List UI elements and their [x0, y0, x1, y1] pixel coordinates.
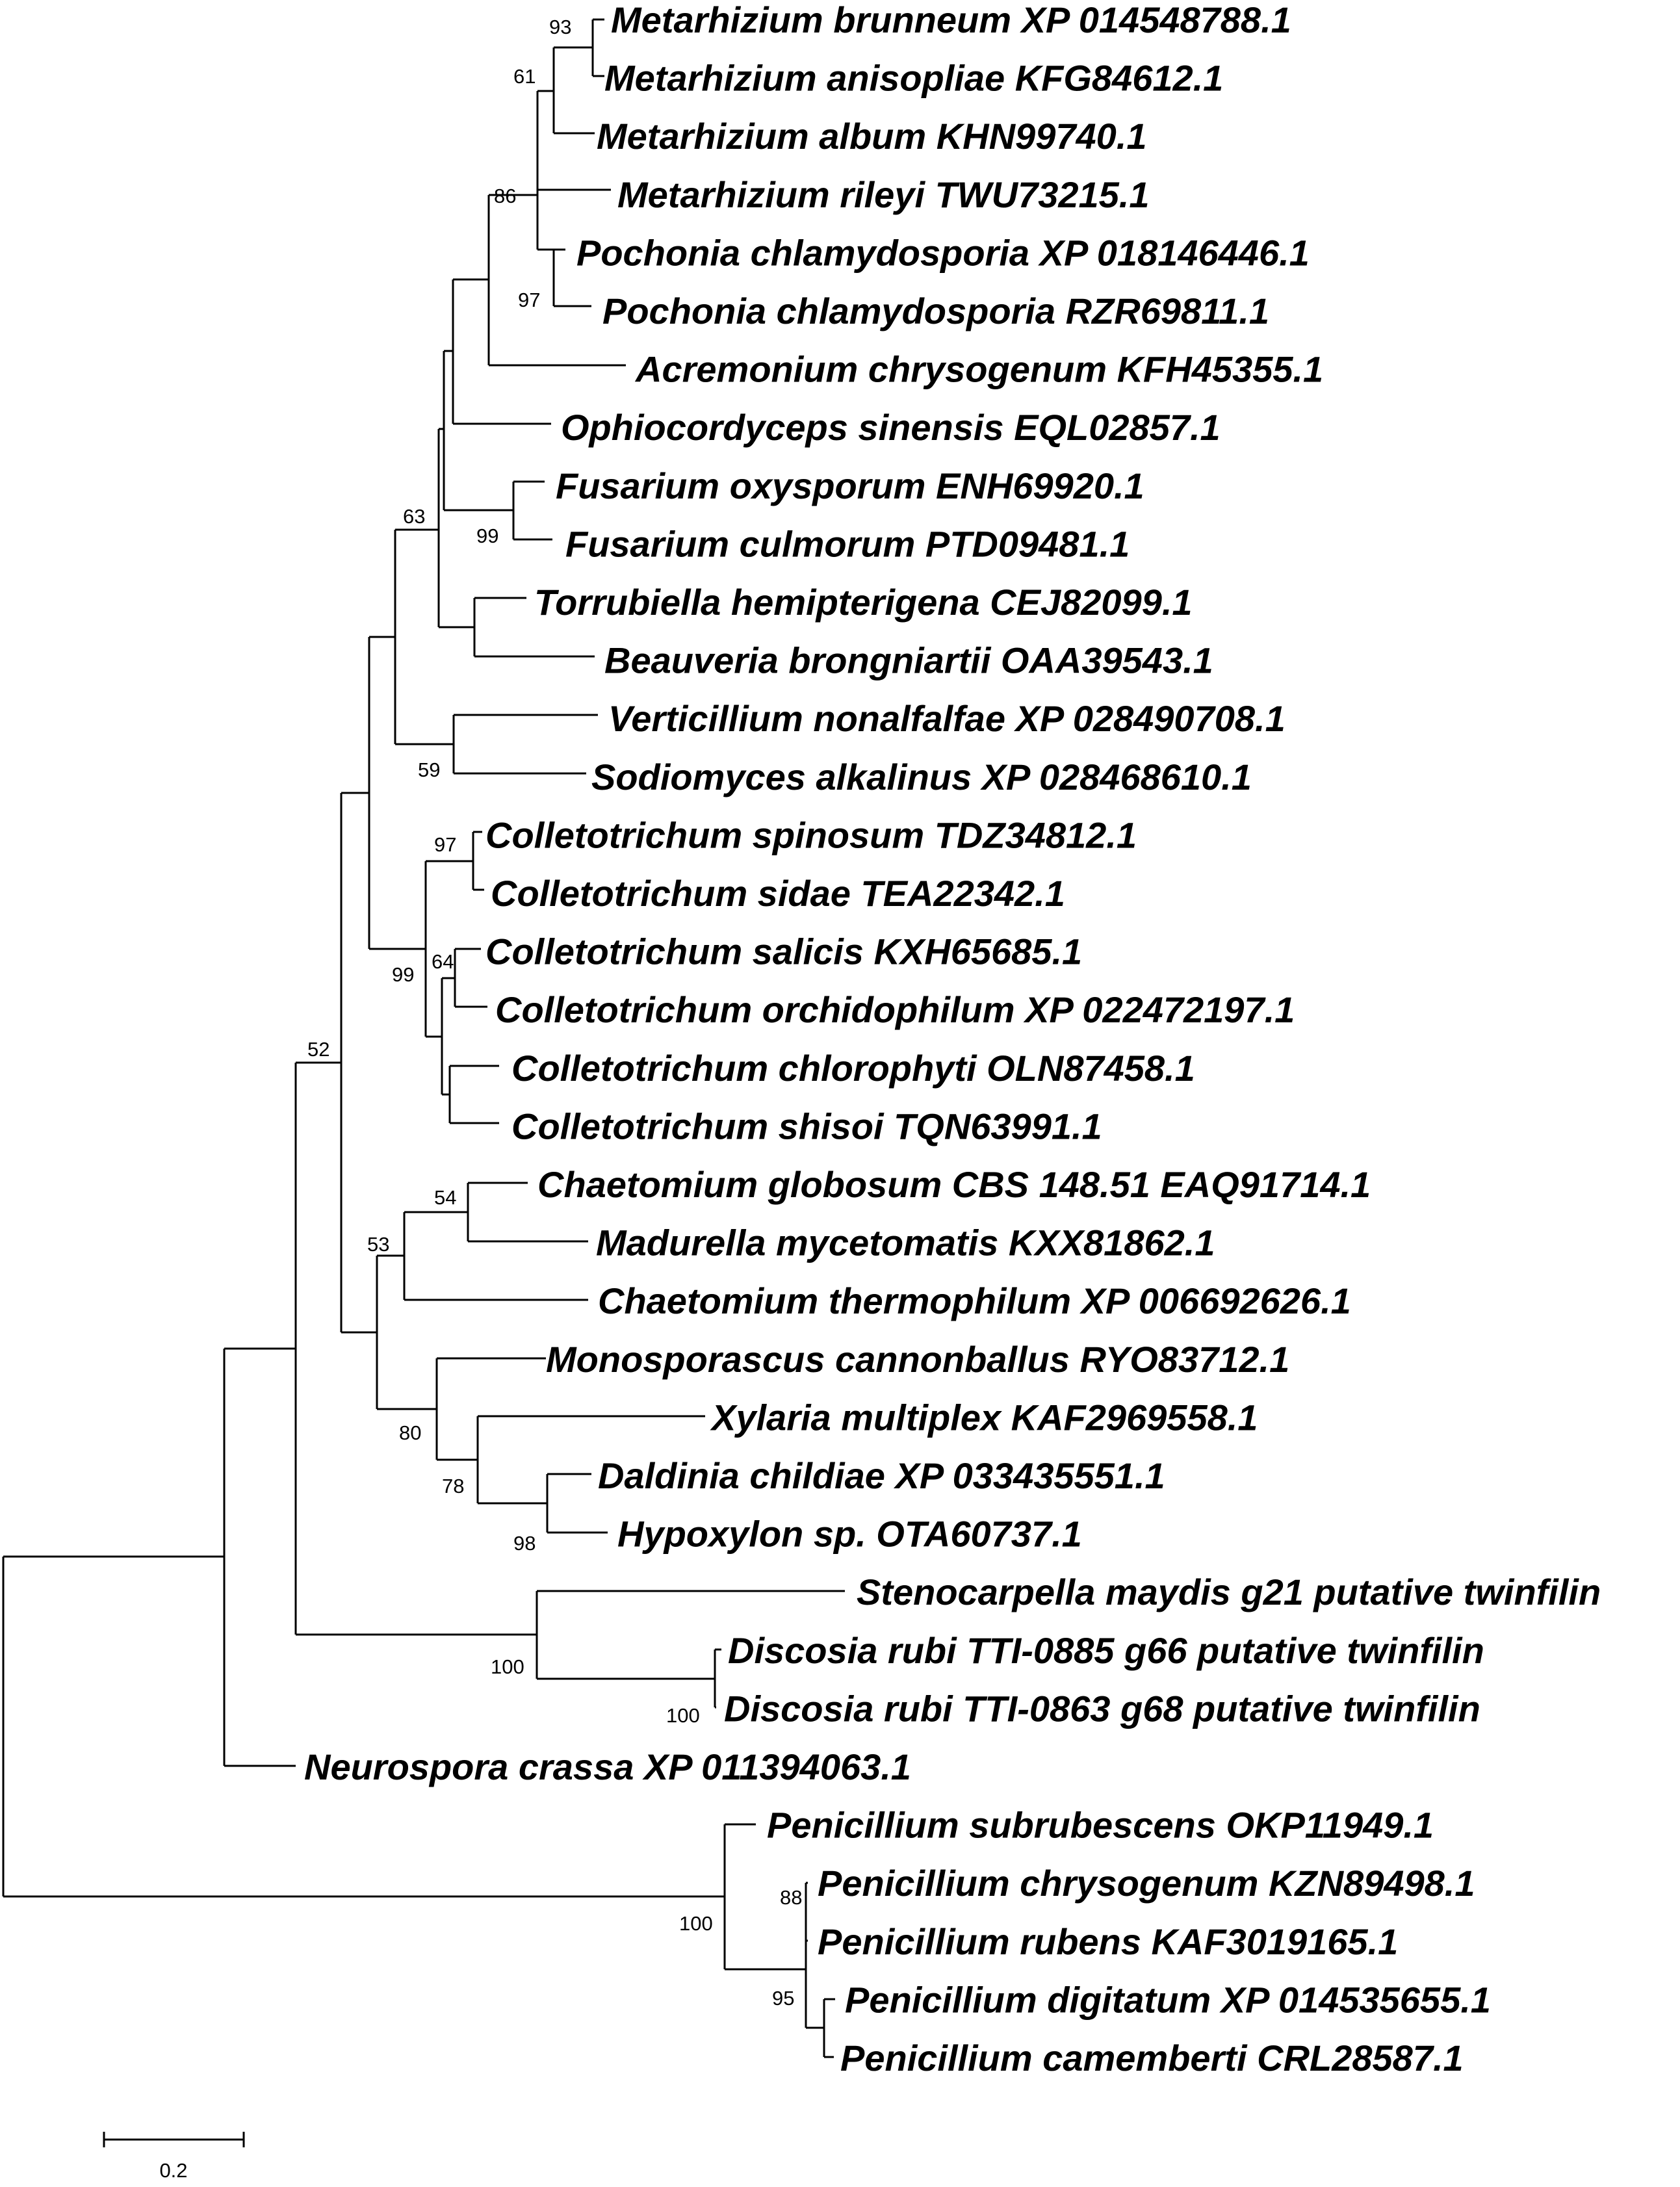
- taxon-label: Discosia rubi TTI-0885 g66 putative twin…: [728, 1630, 1484, 1671]
- taxon-label: Metarhizium brunneum XP 014548788.1: [611, 0, 1291, 40]
- taxon-label: Chaetomium thermophilum XP 006692626.1: [598, 1280, 1351, 1321]
- bootstrap-value: 97: [518, 289, 540, 311]
- taxon-label: Metarhizium rileyi TWU73215.1: [617, 174, 1150, 215]
- bootstrap-value: 98: [513, 1532, 536, 1555]
- taxon-label: Monosporascus cannonballus RYO83712.1: [546, 1339, 1289, 1380]
- taxon-label: Colletotrichum orchidophilum XP 02247219…: [495, 989, 1295, 1030]
- bootstrap-value: 80: [399, 1421, 421, 1444]
- bootstrap-value: 64: [432, 950, 454, 973]
- bootstrap-value: 99: [476, 524, 498, 547]
- scale-bar: 0.2: [103, 2132, 245, 2182]
- taxon-label: Metarhizium album KHN99740.1: [597, 116, 1146, 157]
- bootstrap-values: 93 61 86 97 99 63 59 97 64 99 54 53 80 78 98 52 100 100 10…: [307, 16, 802, 2010]
- taxon-label: Metarhizium anisopliae KFG84612.1: [604, 58, 1223, 99]
- taxon-label: Colletotrichum shisoi TQN63991.1: [511, 1106, 1102, 1146]
- bootstrap-value: 100: [666, 1704, 700, 1727]
- bootstrap-value: 97: [434, 833, 456, 856]
- taxon-label: Penicillium camemberti CRL28587.1: [840, 2038, 1464, 2078]
- taxon-label: Stenocarpella maydis g21 putative twinfi…: [857, 1572, 1601, 1612]
- bootstrap-value: 93: [549, 16, 571, 38]
- bootstrap-value: 100: [679, 1912, 713, 1935]
- taxon-label: Ophiocordyceps sinensis EQL02857.1: [561, 407, 1221, 448]
- bootstrap-value: 86: [494, 185, 516, 207]
- taxon-label: Colletotrichum salicis KXH65685.1: [485, 931, 1082, 972]
- taxon-label: Colletotrichum sidae TEA22342.1: [491, 873, 1065, 914]
- bootstrap-value: 100: [491, 1655, 524, 1678]
- bootstrap-value: 95: [772, 1987, 794, 2010]
- taxon-label: Penicillium rubens KAF3019165.1: [818, 1921, 1398, 1962]
- taxon-label: Neurospora crassa XP 011394063.1: [304, 1746, 911, 1787]
- taxon-label: Verticillium nonalfalfae XP 028490708.1: [608, 698, 1286, 739]
- tree-branches: [2, 18, 845, 2058]
- bootstrap-value: 53: [367, 1233, 389, 1256]
- bootstrap-value: 61: [513, 65, 536, 88]
- bootstrap-value: 54: [434, 1186, 456, 1209]
- taxon-label: Pochonia chlamydosporia XP 018146446.1: [576, 232, 1310, 273]
- bootstrap-value: 78: [442, 1475, 464, 1497]
- taxon-label: Daldinia childiae XP 033435551.1: [598, 1455, 1165, 1496]
- taxon-label: Penicillium digitatum XP 014535655.1: [845, 1979, 1491, 2020]
- bootstrap-value: 88: [780, 1886, 802, 1909]
- taxon-label: Chaetomium globosum CBS 148.51 EAQ91714.…: [537, 1164, 1371, 1205]
- scale-bar-label: 0.2: [159, 2159, 187, 2182]
- taxon-label: Colletotrichum spinosum TDZ34812.1: [485, 814, 1137, 855]
- taxon-label: Hypoxylon sp. OTA60737.1: [617, 1514, 1082, 1555]
- taxon-label: Torrubiella hemipterigena CEJ82099.1: [534, 582, 1193, 623]
- bootstrap-value: 99: [392, 963, 414, 986]
- taxon-label: Penicillium subrubescens OKP11949.1: [767, 1805, 1434, 1846]
- taxon-label: Xylaria multiplex KAF2969558.1: [710, 1397, 1258, 1438]
- bootstrap-value: 63: [403, 505, 425, 528]
- bootstrap-value: 52: [307, 1038, 330, 1061]
- taxon-label: Madurella mycetomatis KXX81862.1: [596, 1223, 1215, 1263]
- taxon-label: Beauveria brongniartii OAA39543.1: [604, 640, 1213, 681]
- taxon-labels: Metarhizium brunneum XP 014548788.1Metar…: [304, 0, 1601, 2078]
- taxon-label: Acremonium chrysogenum KFH45355.1: [634, 349, 1323, 390]
- taxon-label: Colletotrichum chlorophyti OLN87458.1: [511, 1048, 1195, 1089]
- taxon-label: Sodiomyces alkalinus XP 028468610.1: [591, 757, 1252, 797]
- taxon-label: Fusarium culmorum PTD09481.1: [565, 523, 1130, 564]
- taxon-label: Discosia rubi TTI-0863 g68 putative twin…: [724, 1688, 1480, 1729]
- taxon-label: Penicillium chrysogenum KZN89498.1: [818, 1863, 1475, 1904]
- taxon-label: Fusarium oxysporum ENH69920.1: [556, 465, 1144, 506]
- bootstrap-value: 59: [418, 758, 440, 781]
- taxon-label: Pochonia chlamydosporia RZR69811.1: [602, 291, 1269, 331]
